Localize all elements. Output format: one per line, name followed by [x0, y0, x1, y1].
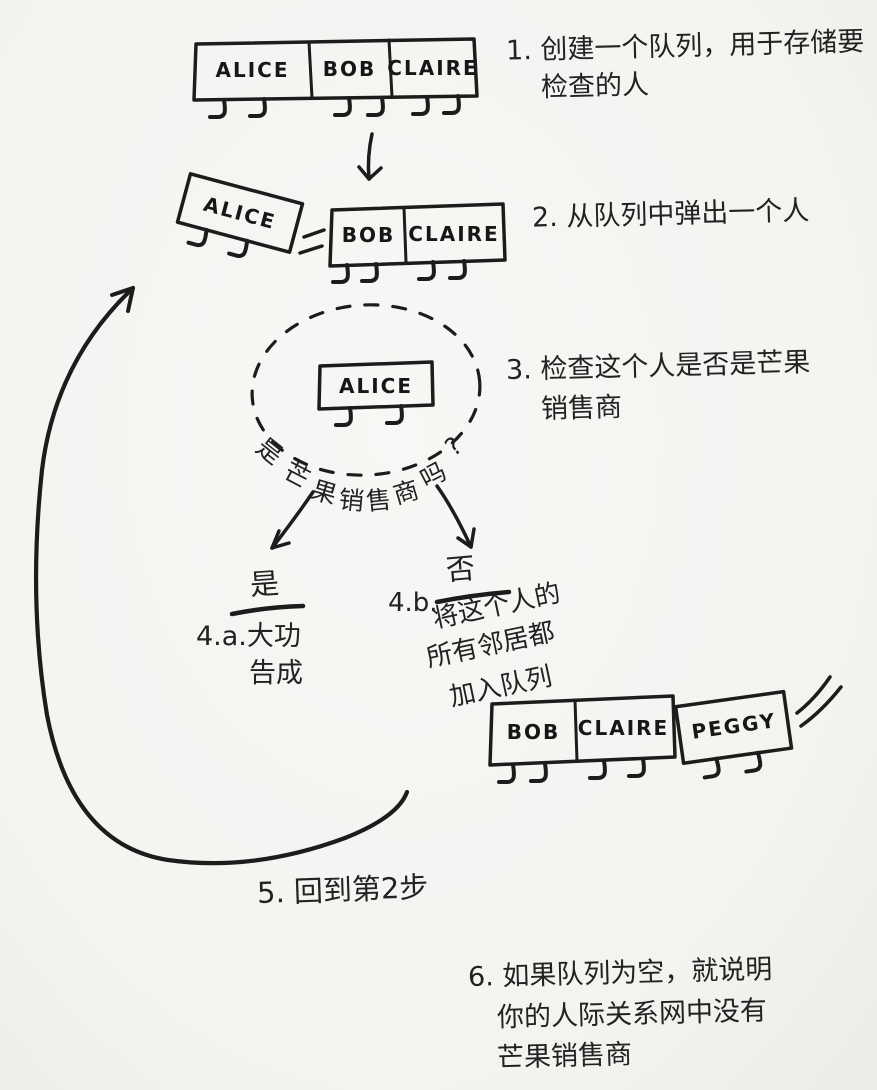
queue-cell-label: CLAIRE [387, 55, 479, 80]
no-underline [434, 589, 512, 605]
step-5-text: 5. 回到第2步 [256, 870, 429, 910]
queue-3-box [488, 694, 677, 784]
yes-underline [229, 603, 306, 617]
queue-cell-label: BOB [506, 720, 561, 744]
queue-cell-label: BOB [322, 56, 377, 81]
no-label: 否 [444, 550, 477, 588]
yes-label: 是 [248, 566, 281, 602]
branch-arrow-no-icon [435, 484, 476, 549]
queue-cell-label: CLAIRE [408, 221, 500, 246]
step-6-text-line3: 芒果销售商 [496, 1039, 633, 1074]
queue-2-box [328, 202, 507, 284]
no-step-prefix: 4.b. [388, 588, 438, 618]
decision-question-text: 是芒果销售商吗? [250, 431, 468, 517]
loop-arrow-icon [33, 285, 410, 866]
queue-cell-label: BOB [341, 223, 396, 247]
branch-arrow-yes-icon [270, 490, 315, 550]
step-6-text-line2: 你的人际关系网中没有 [496, 995, 768, 1034]
popped-person-box [175, 172, 305, 260]
step-1-text-line2: 检查的人 [540, 69, 650, 104]
enqueued-person-box [673, 689, 794, 780]
queue-1-box [192, 37, 479, 119]
step-3-text-line2: 销售商 [540, 391, 623, 426]
enqueue-motion-marks [795, 675, 843, 728]
check-circle [250, 303, 482, 477]
yes-result-line2: 告成 [249, 658, 303, 689]
queue-cell-label: ALICE [215, 58, 290, 82]
checked-person-label: ALICE [338, 373, 413, 398]
queue-cell-label: CLAIRE [577, 716, 670, 740]
pop-motion-marks [298, 228, 326, 255]
down-arrow-icon [357, 132, 383, 181]
yes-result-line1: 4.a.大功 [196, 621, 301, 652]
checked-person-box [317, 360, 435, 427]
